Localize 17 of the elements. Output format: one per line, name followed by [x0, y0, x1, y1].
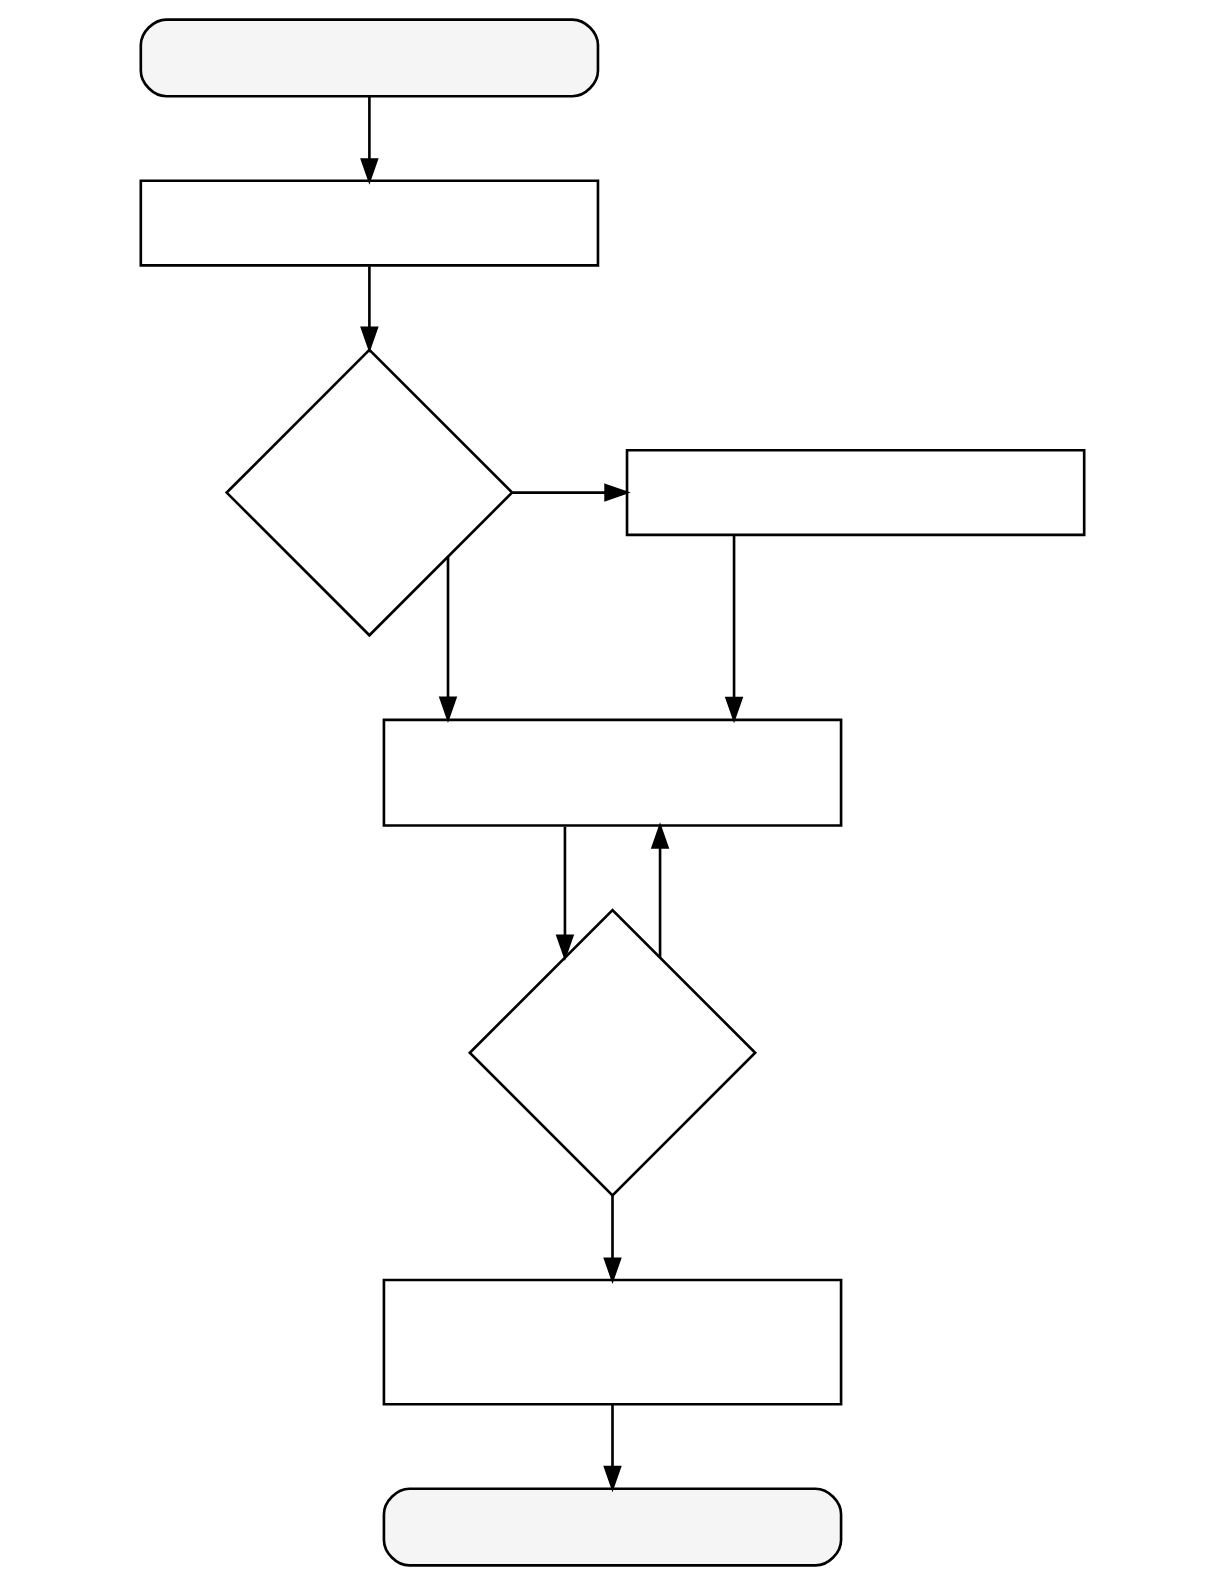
node-pill — [382, 1487, 842, 1567]
arrow — [724, 534, 743, 723]
arrow — [602, 1195, 622, 1284]
node-diamond — [467, 907, 757, 1197]
node-box — [382, 1278, 842, 1406]
node-box — [139, 178, 599, 267]
arrow — [650, 821, 669, 957]
node-box — [382, 718, 842, 827]
node-pill — [139, 17, 599, 97]
arrow — [359, 96, 379, 185]
arrow — [555, 826, 574, 961]
arrow — [359, 265, 379, 353]
arrow — [438, 556, 457, 723]
arrow — [512, 482, 631, 502]
node-diamond — [224, 347, 514, 637]
arrow — [602, 1404, 622, 1492]
node-box — [625, 448, 1085, 536]
